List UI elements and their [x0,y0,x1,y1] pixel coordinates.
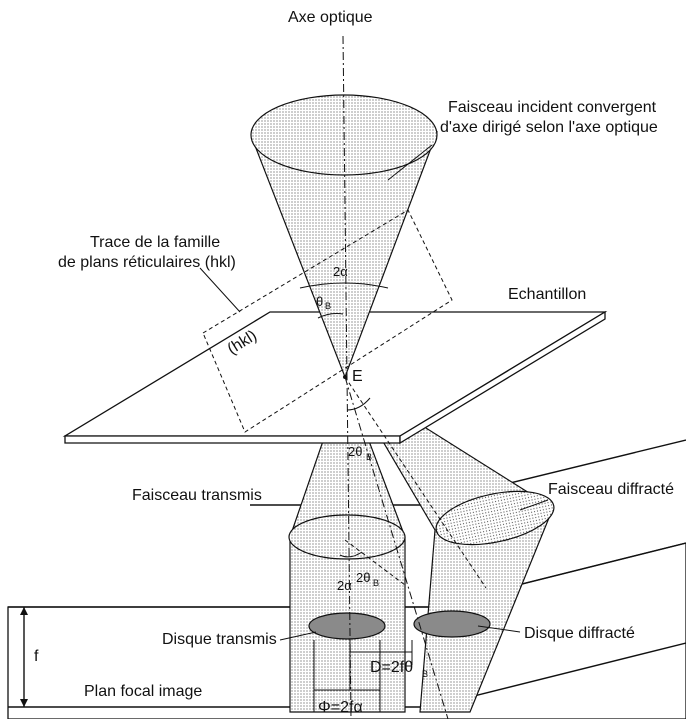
angle-theta-main: θ [316,294,323,309]
diffracted-disk-label: Disque diffracté [524,625,635,642]
pointer-trace [199,267,241,313]
angle-arc-2theta [346,397,371,411]
sample-plane [62,310,608,445]
angle-2theta-main: 2θ [348,444,362,459]
pointer-diffracted-disk [477,625,521,633]
focal-length-label: f [34,648,39,665]
dimension-phi [313,640,381,712]
angle-2theta-bottom-sub: B [373,578,379,588]
sample-label: Echantillon [508,286,586,303]
diffracted-cone [344,376,555,713]
diffracted-disk [413,610,491,638]
angle-2alpha-top: 2α [333,264,348,279]
point-e-label: E [352,368,363,385]
angle-arc-theta [317,313,344,319]
diffracted-axis-line [344,376,449,720]
optical-axis-label: Axe optique [288,9,373,26]
focal-plane-label: Plan focal image [84,683,202,700]
focal-length-marker [20,607,28,707]
transmitted-disk [308,612,386,640]
angle-2theta-sub: B [366,452,372,462]
d-formula-main: D=2fθ [370,659,413,676]
trace-label-1: Trace de la famille [90,234,220,251]
hkl-plane-trace [202,209,487,589]
transmitted-disk-label: Disque transmis [162,631,277,648]
transmitted-beam-label: Faisceau transmis [132,487,262,504]
optical-axis-line [342,35,352,720]
incident-beam-label-2: d'axe dirigé selon l'axe optique [440,119,658,136]
angle-arc-2alpha [299,282,389,289]
angle-theta-sub: B [325,301,331,311]
pointer-diffracted [519,499,549,511]
dimension-d [349,640,413,690]
angle-arc-bottom [339,551,363,558]
diffracted-beam-label: Faisceau diffracté [548,481,674,498]
d-formula-sub: B [422,669,428,679]
incident-beam-label-1: Faisceau incident convergent [448,99,657,116]
trace-label-2: de plans réticulaires (hkl) [58,254,236,271]
angle-2alpha-bottom: 2α [337,578,352,593]
pointer-incident [387,144,433,181]
point-e-marker [343,375,347,379]
pointer-transmitted-disk [279,631,317,641]
phi-formula: Φ=2fα [318,699,363,716]
angle-2theta-bottom-main: 2θ [356,570,370,585]
